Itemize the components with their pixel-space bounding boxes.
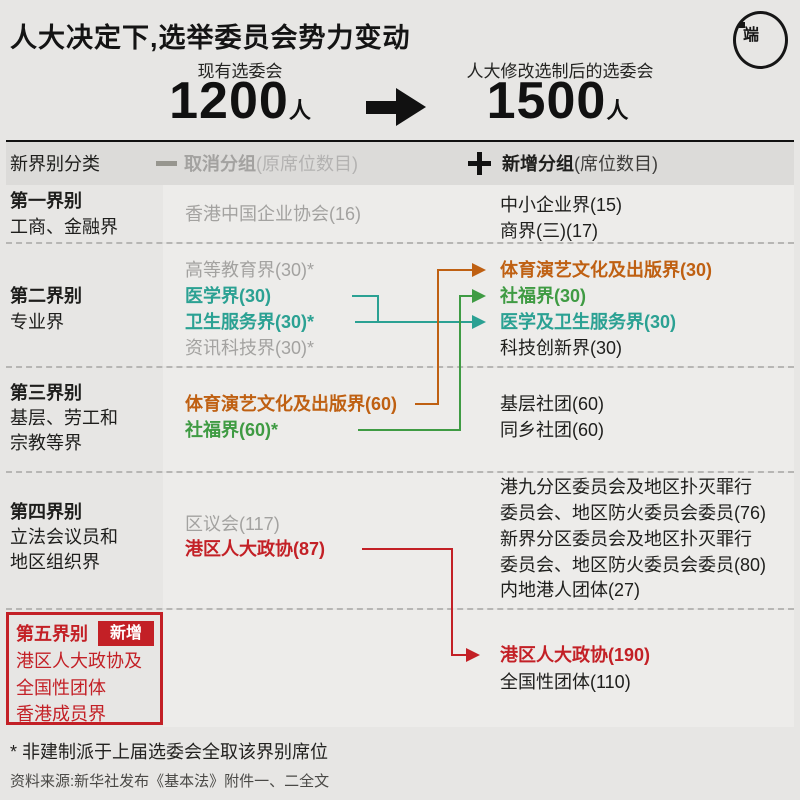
row5-added-item: 港区人大政协(190) <box>500 645 651 665</box>
row-strip <box>163 368 794 471</box>
row-strip <box>163 610 794 727</box>
row3-cancelled-item: 体育演艺文化及出版界(60) <box>185 394 398 414</box>
row2-added-item: 科技创新界(30) <box>500 338 623 358</box>
row4-cancelled-item: 区议会(117) <box>185 514 280 534</box>
row2-added-item: 社福界(30) <box>500 286 587 306</box>
after-number: 1500 <box>486 72 607 130</box>
row3-added-item: 基层社团(60) <box>500 394 605 414</box>
plus-icon <box>468 152 491 175</box>
row3-category-sub: 基层、劳工和 <box>10 408 118 428</box>
row4-added-item: 委员会、地区防火委员会委员(80) <box>500 555 767 575</box>
row5-category-sub: 香港成员界 <box>16 704 106 724</box>
after-unit: 人 <box>606 98 629 123</box>
data-source: 资料来源:新华社发布《基本法》附件一、二全文 <box>10 773 330 790</box>
row5-added-item: 全国性团体(110) <box>500 672 631 692</box>
row2-cancelled-item: 高等教育界(30)* <box>185 260 315 280</box>
before-number: 1200 <box>169 72 289 130</box>
row4-added-item: 新界分区委员会及地区扑灭罪行 <box>500 529 752 549</box>
page-title: 人大决定下,选举委员会势力变动 <box>10 23 411 53</box>
row3-added-item: 同乡社团(60) <box>500 420 605 440</box>
asterisk-footnote: * 非建制派于上届选委会全取该界别席位 <box>10 742 329 762</box>
row4-added-item: 委员会、地区防火委员会委员(76) <box>500 503 767 523</box>
row-divider <box>6 242 794 244</box>
row1-category-sub: 工商、金融界 <box>10 217 118 237</box>
row4-category-sub: 地区组织界 <box>10 552 100 572</box>
before-label: 现有选委会 <box>197 62 283 81</box>
logo-glyph: 端 <box>743 27 760 44</box>
row-strip <box>163 185 794 242</box>
row3-category-sub: 宗教等界 <box>10 433 82 453</box>
row1-added-item: 中小企业界(15) <box>500 195 623 215</box>
after-value: 1500人 <box>430 74 685 128</box>
row1-cancelled-item: 香港中国企业协会(16) <box>185 204 362 224</box>
row4-cancelled-item: 港区人大政协(87) <box>185 539 326 559</box>
row1-added-item: 商界(三)(17) <box>500 221 598 241</box>
row2-category-sub: 专业界 <box>10 312 64 332</box>
row2-added-item: 体育演艺文化及出版界(30) <box>500 260 713 280</box>
row2-category-title: 第二界别 <box>10 286 82 306</box>
row-strip <box>163 473 794 608</box>
row4-category-sub: 立法会议员和 <box>10 527 118 547</box>
row4-category-title: 第四界别 <box>10 502 82 522</box>
row4-added-item: 内地港人团体(27) <box>500 580 641 600</box>
cancelled-note: (原席位数目) <box>256 154 358 174</box>
row-divider <box>6 471 794 473</box>
row2-cancelled-item: 资讯科技界(30)* <box>185 338 315 358</box>
row2-cancelled-item: 医学界(30) <box>185 286 272 306</box>
added-title: 新增分组 <box>502 154 574 174</box>
before-unit: 人 <box>288 98 311 123</box>
row5-category-title: 第五界别 <box>16 624 88 644</box>
new-badge: 新增 <box>98 621 154 646</box>
row1-category-title: 第一界别 <box>10 191 82 211</box>
column-header-cancelled: 取消分组(原席位数目) <box>184 152 358 176</box>
row5-category-sub: 全国性团体 <box>16 678 106 698</box>
row-divider <box>6 608 794 610</box>
column-header-category: 新界别分类 <box>10 154 100 174</box>
minus-icon <box>156 161 177 166</box>
after-label: 人大修改选制后的选委会 <box>466 62 654 81</box>
top-rule <box>6 140 794 142</box>
initium-logo: 端 <box>733 11 788 69</box>
row5-category-sub: 港区人大政协及 <box>16 651 142 671</box>
column-header-added: 新增分组(席位数目) <box>502 152 658 176</box>
added-note: (席位数目) <box>574 154 658 174</box>
arrow-right-icon <box>366 88 426 126</box>
row4-added-item: 港九分区委员会及地区扑灭罪行 <box>500 477 752 497</box>
row-divider <box>6 366 794 368</box>
row3-category-title: 第三界别 <box>10 383 82 403</box>
new-sector-box <box>6 612 163 725</box>
cancelled-title: 取消分组 <box>184 154 256 174</box>
logo-dot-icon <box>739 22 745 28</box>
row2-added-item: 医学及卫生服务界(30) <box>500 312 677 332</box>
before-value: 1200人 <box>115 74 365 128</box>
header-band <box>6 142 794 185</box>
row3-cancelled-item: 社福界(60)* <box>185 420 279 440</box>
row2-cancelled-item: 卫生服务界(30)* <box>185 312 315 332</box>
